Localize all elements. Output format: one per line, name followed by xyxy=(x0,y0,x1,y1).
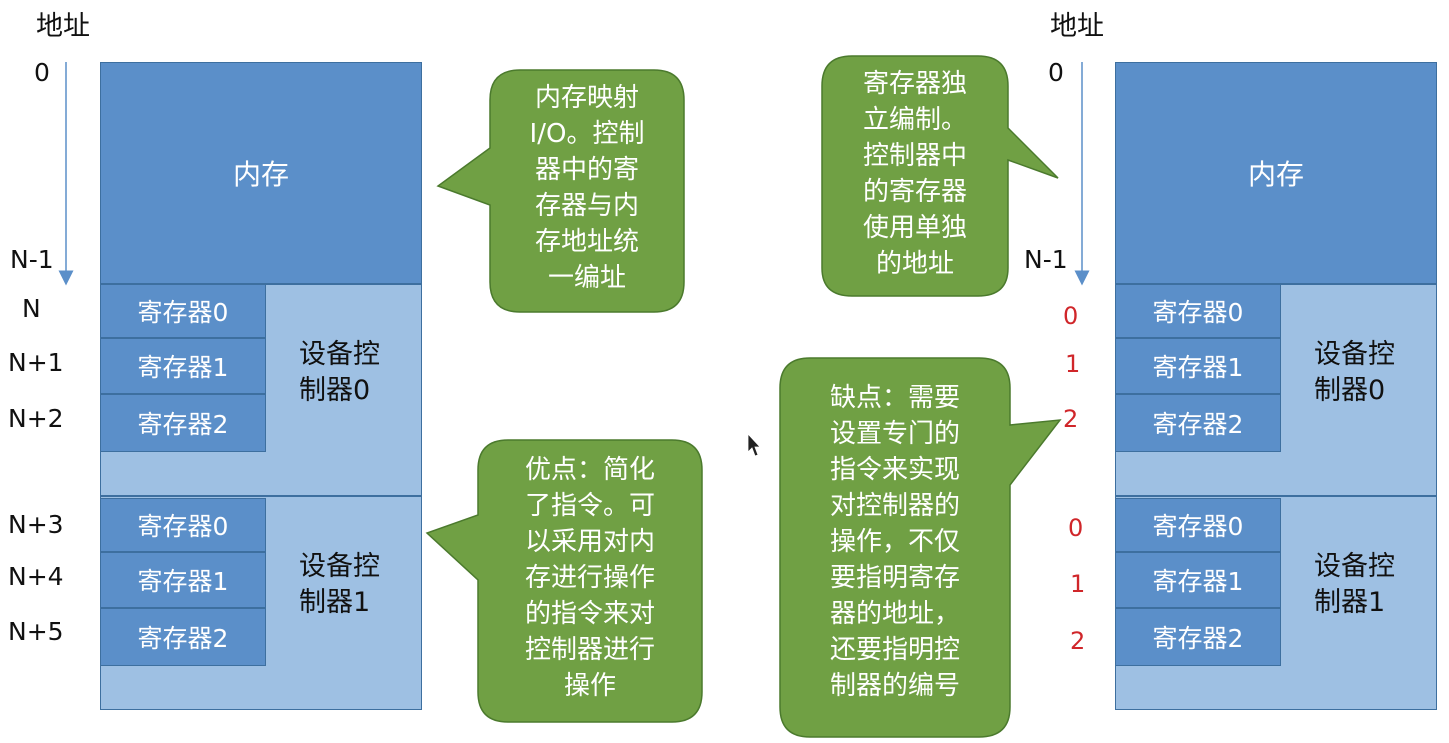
callout-memory-mapped-text: 内存映射 I/O。控制 器中的寄 存器与内 存地址统 一编址 xyxy=(529,83,645,293)
left-controller-0: 寄存器0 寄存器1 寄存器2 设备控 制器0 xyxy=(100,284,422,496)
left-address-n+5: N+5 xyxy=(8,617,64,646)
left-ctrl0-register-1: 寄存器1 xyxy=(100,338,266,394)
right-ctrl0-name: 设备控 制器0 xyxy=(1314,339,1395,406)
callout-advantage-text: 优点：简化 了指令。可 以采用对内 存进行操作 的指令来对 控制器进行 操作 xyxy=(524,455,655,701)
right-ctrl0-register-1: 寄存器1 xyxy=(1115,338,1281,394)
left-address-n+3: N+3 xyxy=(8,510,64,539)
right-controller-1: 寄存器0 寄存器1 寄存器2 设备控 制器1 xyxy=(1115,496,1437,710)
left-memory-label: 内存 xyxy=(232,158,289,191)
left-ctrl0-register-2: 寄存器2 xyxy=(100,394,266,452)
mouse-cursor-icon xyxy=(747,432,761,457)
right-ctrl1-register-2: 寄存器2 xyxy=(1115,608,1281,666)
right-reg-address-1: 1 xyxy=(1065,350,1081,378)
right-reg-address-0: 0 xyxy=(1063,302,1079,330)
left-address-n-1: N-1 xyxy=(10,245,54,274)
left-ctrl0-name: 设备控 制器0 xyxy=(299,339,380,406)
right-address-n-1: N-1 xyxy=(1024,245,1068,274)
left-address-n: N xyxy=(22,294,41,323)
callout-independent-text: 寄存器独 立编制。 控制器中 的寄存器 使用单独 的地址 xyxy=(862,69,967,279)
right-ctrl1-register-1: 寄存器1 xyxy=(1115,552,1281,608)
right-axis-title: 地址 xyxy=(1050,11,1104,42)
callout-memory-mapped xyxy=(436,69,685,313)
left-address-n+1: N+1 xyxy=(8,348,64,377)
right-controller-0: 寄存器0 寄存器1 寄存器2 设备控 制器0 xyxy=(1115,284,1437,496)
left-ctrl0-register-0: 寄存器0 xyxy=(100,284,266,338)
right-reg-address-3: 0 xyxy=(1068,514,1084,542)
left-memory-block: 内存 xyxy=(100,62,422,284)
callout-independent xyxy=(821,55,1059,297)
right-ctrl1-register-0: 寄存器0 xyxy=(1115,498,1281,552)
right-address-0: 0 xyxy=(1048,58,1064,87)
left-ctrl1-register-2: 寄存器2 xyxy=(100,608,266,666)
left-ctrl1-register-0: 寄存器0 xyxy=(100,498,266,552)
right-memory-block: 内存 xyxy=(1115,62,1437,284)
left-address-n+4: N+4 xyxy=(8,562,64,591)
right-ctrl0-register-0: 寄存器0 xyxy=(1115,284,1281,338)
right-reg-address-4: 1 xyxy=(1070,570,1086,598)
callout-disadvantage-text: 缺点：需要 设置专门的 指令来实现 对控制器的 操作，不仅 要指明寄存 器的地址… xyxy=(829,383,960,701)
callout-disadvantage xyxy=(779,357,1062,738)
left-address-n+2: N+2 xyxy=(8,404,64,433)
left-axis-title: 地址 xyxy=(36,11,90,42)
right-reg-address-5: 2 xyxy=(1070,627,1086,655)
right-ctrl1-name: 设备控 制器1 xyxy=(1314,551,1395,618)
right-ctrl0-register-2: 寄存器2 xyxy=(1115,394,1281,452)
left-ctrl1-register-1: 寄存器1 xyxy=(100,552,266,608)
callout-advantage xyxy=(425,439,703,723)
left-ctrl1-name: 设备控 制器1 xyxy=(299,551,380,618)
left-controller-1: 寄存器0 寄存器1 寄存器2 设备控 制器1 xyxy=(100,496,422,710)
right-memory-label: 内存 xyxy=(1247,158,1304,191)
left-address-0: 0 xyxy=(34,58,50,87)
right-reg-address-2: 2 xyxy=(1063,405,1079,433)
